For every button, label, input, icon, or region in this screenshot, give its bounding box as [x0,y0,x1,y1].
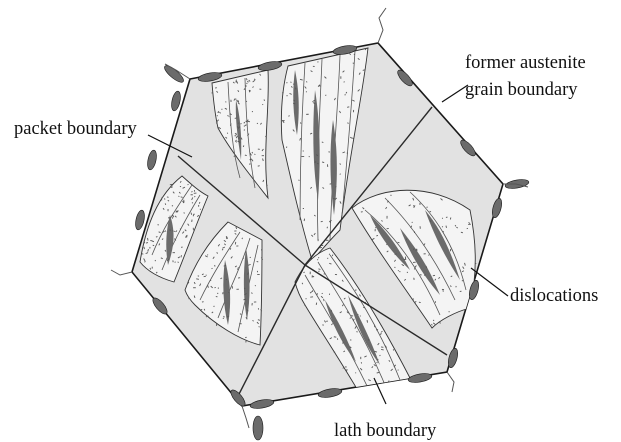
label-former-austenite: former austenite [465,53,586,73]
dislocation-dot [173,252,175,253]
dislocation-dot [149,247,150,249]
dislocation-dot [312,290,313,292]
dislocation-dot [220,278,221,279]
dislocation-dot [301,156,304,157]
dislocation-dot [293,84,294,86]
dislocation-dot [252,111,253,112]
dislocation-dot [360,315,361,316]
label-packet-boundary: packet boundary [14,119,138,139]
dislocation-dot [193,228,194,231]
dislocation-dot [282,120,283,121]
dislocation-dot [376,362,377,363]
label-grain-boundary: grain boundary [465,80,578,100]
dislocation-dot [350,339,351,340]
dislocation-dot [414,231,415,233]
dislocation-dot [210,280,211,281]
dislocation-dot [310,272,311,275]
dislocation-dot [460,291,462,292]
boundary-carbide [170,90,182,111]
dislocation-dot [216,324,217,326]
dislocation-dot [313,66,315,67]
dislocation-dot [360,390,362,393]
dislocation-dot [170,229,171,231]
dislocation-dot [326,240,329,241]
dislocation-dot [193,287,196,288]
dislocation-dot [254,302,256,303]
dislocation-dot [415,250,417,251]
dislocation-dot [345,366,346,368]
dislocation-dot [424,253,426,254]
boundary-carbide [134,209,146,230]
label-dislocations: dislocations [510,286,598,306]
dislocation-dot [246,85,247,87]
dislocation-dot [200,209,201,210]
dislocation-dot [357,314,358,315]
dislocation-dot [475,263,476,264]
dislocation-dot [232,286,233,288]
dislocation-dot [303,208,304,209]
dislocation-dot [413,279,414,280]
dislocation-dot [236,246,238,247]
dislocation-dot [152,267,153,269]
dislocation-dot [340,76,341,79]
dislocation-dot [198,205,199,207]
dislocation-dot [231,100,232,102]
dislocation-dot [443,231,444,233]
dislocation-dot [244,126,245,127]
dislocation-dot [448,311,449,312]
dislocation-dot [374,325,375,327]
dislocation-dot [287,95,288,96]
dislocation-dot [405,257,406,260]
dislocation-dot [306,114,309,115]
dislocation-dot [387,216,388,219]
dislocation-dot [347,152,348,153]
label-lath-boundary: lath boundary [334,421,437,441]
dislocation-dot [201,309,202,310]
dislocation-dot [257,274,260,275]
boundary-carbide [146,149,158,170]
dislocation-dot [323,324,324,326]
dislocation-dot [420,203,421,205]
dislocation-dot [318,239,319,241]
dislocation-dot [239,323,241,324]
triple-junction-carbide [253,416,263,440]
dislocation-dot [234,231,236,232]
dislocation-dot [435,301,436,303]
dislocation-dot [262,155,264,156]
dislocation-dot [211,93,213,94]
dislocation-dot [357,389,358,391]
dislocation-dot [258,308,259,309]
dislocation-dot [375,229,376,231]
dislocation-dot [191,194,193,195]
dislocation-dot [168,217,171,218]
dislocation-dot [218,287,219,288]
dislocation-dot [360,357,361,359]
dislocation-dot [168,209,169,211]
dislocation-dot [235,135,237,136]
